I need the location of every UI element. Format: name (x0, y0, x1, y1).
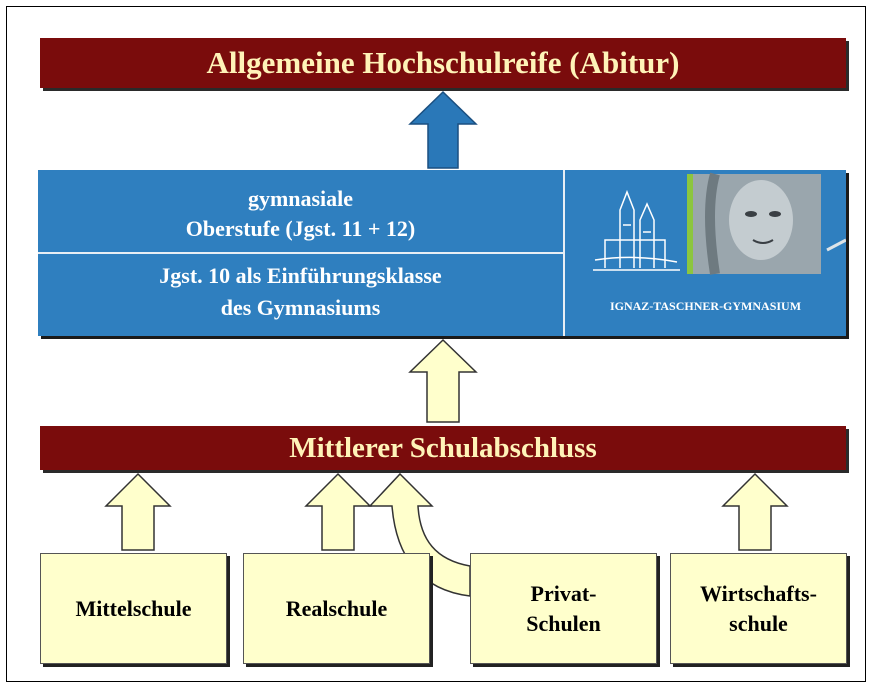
diagram-frame (6, 6, 866, 682)
panel-vertical-divider (563, 170, 565, 336)
oberstufe-line-1: gymnasiale (247, 186, 354, 211)
gymnasium-panel: gymnasiale Oberstufe (Jgst. 11 + 12) Jgs… (38, 170, 846, 336)
wirtschaftsschule-line-1: Wirtschafts- (700, 580, 817, 606)
einfuehrung-line-2: des Gymnasiums (220, 295, 381, 320)
wirtschaftsschule-line-2: schule (729, 610, 788, 636)
wirtschaftsschule-box: Wirtschafts- schule (670, 553, 847, 664)
up-arrow-mittelschule (104, 472, 172, 551)
up-arrow-realschule (304, 472, 372, 551)
up-arrow-center (408, 338, 478, 423)
realschule-label: Realschule (285, 595, 388, 621)
privatschulen-line-1: Privat- (530, 580, 597, 606)
school-logo-image (593, 172, 846, 275)
realschule-box: Realschule (243, 553, 430, 664)
oberstufe-line-2: Oberstufe (Jgst. 11 + 12) (185, 216, 416, 241)
privatschulen-box: Privat- Schulen (470, 553, 657, 664)
einfuehrungsklasse-label: Jgst. 10 als Einführungsklasse des Gymna… (38, 260, 563, 324)
einfuehrung-line-1: Jgst. 10 als Einführungsklasse (159, 263, 442, 288)
up-arrow-wirtschaftsschule (721, 472, 789, 551)
curved-arrow-privatschulen (368, 472, 471, 597)
up-arrow-blue (408, 90, 478, 169)
panel-divider (38, 252, 563, 254)
abitur-banner: Allgemeine Hochschulreife (Abitur) (40, 38, 846, 88)
school-logo: IGNAZ-TASCHNER-GYMNASIUM (565, 170, 846, 336)
mittlerer-schulabschluss-banner: Mittlerer Schulabschluss (40, 426, 846, 470)
mittelschule-label: Mittelschule (75, 595, 192, 621)
mittelschule-box: Mittelschule (40, 553, 227, 664)
oberstufe-label: gymnasiale Oberstufe (Jgst. 11 + 12) (38, 184, 563, 244)
gymnasium-text-area: gymnasiale Oberstufe (Jgst. 11 + 12) Jgs… (38, 170, 563, 336)
privatschulen-line-2: Schulen (526, 610, 601, 636)
school-name-text: IGNAZ-TASCHNER-GYMNASIUM (609, 299, 802, 313)
